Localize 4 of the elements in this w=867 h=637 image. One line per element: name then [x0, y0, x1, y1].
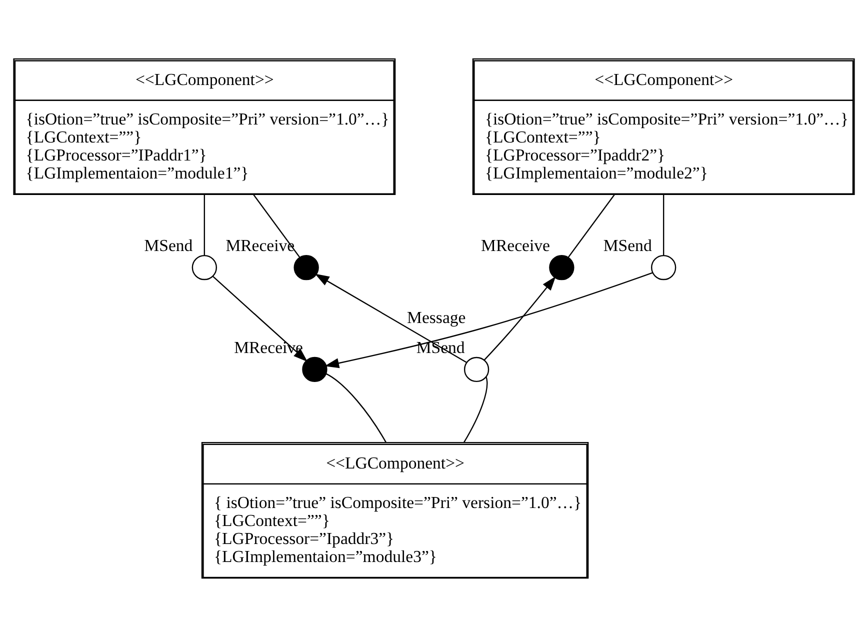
node-label: MSend — [144, 236, 192, 256]
node-label: MReceive — [480, 236, 550, 256]
node-label: MSend — [602, 236, 652, 256]
edge-label: Message — [406, 308, 466, 327]
